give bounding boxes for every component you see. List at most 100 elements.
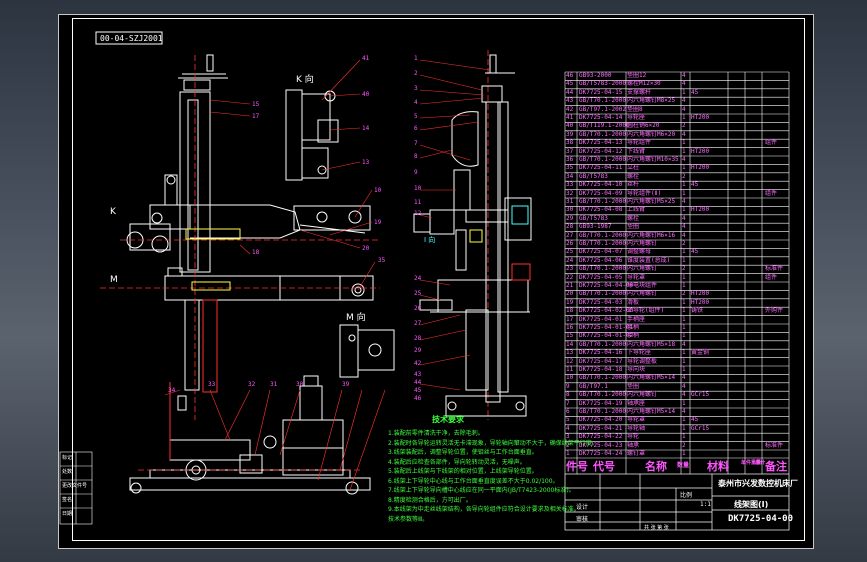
parts-cell-qty: 1: [682, 416, 686, 424]
view-label-M: M 向: [346, 311, 366, 323]
tech-note-line: 9.本线架为中走丝线架结构，各导向轮组件应符合设计要求及相关标准。: [388, 506, 580, 513]
parts-cell-code: DK7725-04-02-00: [579, 307, 634, 315]
parts-cell-no: 15: [566, 332, 574, 340]
parts-cell-name: 内六角螺钉M6×16: [627, 231, 676, 239]
parts-cell-qty: 4: [682, 374, 686, 382]
balloon-number: 39: [342, 381, 350, 388]
parts-cell-no: 37: [566, 147, 574, 155]
parts-cell-no: 41: [566, 114, 574, 121]
parts-cell-name: 内六角螺钉M5×14: [627, 374, 676, 382]
balloon-number: 2: [414, 70, 418, 77]
parts-table-header: 件号 代号 名称 数量 材料 单件重量 总计 备注: [565, 458, 789, 473]
parts-cell-code: GB/T97.1: [579, 382, 608, 390]
parts-cell-name: 内六角螺钉: [627, 290, 658, 298]
balloon-number: 10: [414, 185, 422, 192]
parts-cell-name: 螺栓M12×30: [627, 80, 661, 88]
balloon-number: 8: [414, 153, 418, 160]
parts-cell-code: DK7725-04-01: [579, 315, 623, 323]
balloon-number: 12: [414, 210, 422, 217]
parts-cell-qty: 4: [682, 72, 686, 79]
parts-cell-name: 内六角螺钉: [627, 391, 658, 399]
rev-label-1: 处数: [62, 469, 73, 475]
balloon-number: 30: [296, 381, 304, 388]
parts-cell-no: 14: [566, 340, 574, 348]
tech-note-line: 4.装配后应检查各部件，导向轮转动灵活，无噪声。: [388, 458, 526, 466]
parts-cell-qty: 1: [682, 450, 686, 457]
parts-cell-name: 内六角螺钉M5×25: [627, 198, 676, 205]
parts-cell-qty: 4: [682, 105, 686, 113]
revision-table-grid: [59, 451, 93, 525]
parts-cell-code: DK7725-04-04-00: [579, 282, 634, 289]
balloon-number: 19: [374, 219, 382, 226]
parts-cell-qty: 2: [682, 265, 686, 273]
parts-cell-code: DK7725-04-12: [579, 147, 623, 155]
parts-cell-name: 垫圈: [627, 223, 640, 231]
parts-table-grid: [564, 71, 790, 474]
balloon-number: 10: [374, 187, 382, 194]
parts-cell-qty: 1: [682, 181, 686, 189]
centerlines: [100, 50, 489, 471]
parts-cell-name: 锥度装置(总成): [627, 256, 671, 264]
balloon-number: 40: [362, 91, 370, 98]
parts-cell-name: 内六角螺钉M5×14: [627, 408, 676, 415]
balloon-number: 35: [378, 257, 386, 264]
parts-cell-name: 内六角螺钉: [627, 265, 658, 273]
tech-note-line: 1.装配前零件清洗干净，去除毛刺。: [388, 430, 484, 437]
balloon-number: 44: [414, 379, 422, 386]
parts-cell-qty: 4: [682, 391, 686, 399]
balloon-number: 4: [414, 99, 418, 106]
parts-cell-qty: 4: [682, 80, 686, 88]
parts-cell-no: 20: [566, 290, 574, 298]
parts-cell-qty: 1: [682, 164, 686, 172]
sheet-count: 共 张 第 张: [644, 525, 669, 531]
tech-note-line: 5.装配后上线架与下线架的相对位置，上线架导轮位置。: [388, 468, 538, 475]
header-unit-weight: 单件重量: [741, 460, 762, 466]
parts-cell-no: 35: [566, 164, 574, 172]
balloon-number: 34: [168, 387, 176, 394]
parts-cell-qty: 1: [682, 147, 686, 155]
balloon-number: 28: [414, 335, 422, 342]
parts-cell-code: GB/T70.1-2000: [579, 198, 626, 205]
parts-cell-name: 内六角螺钉: [627, 240, 658, 247]
balloon-number: 31: [270, 381, 278, 388]
parts-cell-name: 螺钉罩: [627, 450, 646, 457]
parts-cell-name: 导轮: [627, 433, 640, 441]
stamp-box: [95, 31, 163, 45]
parts-cell-code: GB/T97.1-2002: [579, 105, 626, 113]
parts-cell-no: 3: [566, 433, 570, 441]
balloon-number: 6: [414, 125, 418, 132]
parts-cell-name: 导轮罩: [627, 273, 646, 281]
parts-cell-name: 内六角螺钉M5×18: [627, 340, 676, 348]
parts-cell-name: 导向块: [627, 366, 646, 373]
parts-cell-mat: GCr15: [691, 424, 710, 432]
parts-cell-qty: 2: [682, 290, 686, 298]
parts-cell-no: 18: [566, 307, 574, 315]
parts-cell-name: 螺栓: [627, 214, 640, 222]
parts-cell-no: 10: [566, 374, 574, 382]
parts-cell-name: 导轮座: [627, 114, 646, 121]
parts-cell-code: DK7725-04-01-01: [579, 324, 634, 331]
parts-cell-no: 31: [566, 198, 574, 205]
parts-cell-qty: 1: [682, 324, 686, 331]
parts-cell-qty: 4: [682, 231, 686, 239]
parts-cell-code: GB/T5783: [579, 214, 608, 222]
parts-cell-code: DK7725-04-07: [579, 248, 623, 256]
parts-cell-code: GB/T70.1-2000: [579, 265, 626, 273]
parts-cell-code: DK7725-04-18: [579, 366, 623, 373]
parts-cell-code: DK7725-04-23: [579, 441, 623, 449]
balloon-number: 17: [252, 113, 260, 120]
